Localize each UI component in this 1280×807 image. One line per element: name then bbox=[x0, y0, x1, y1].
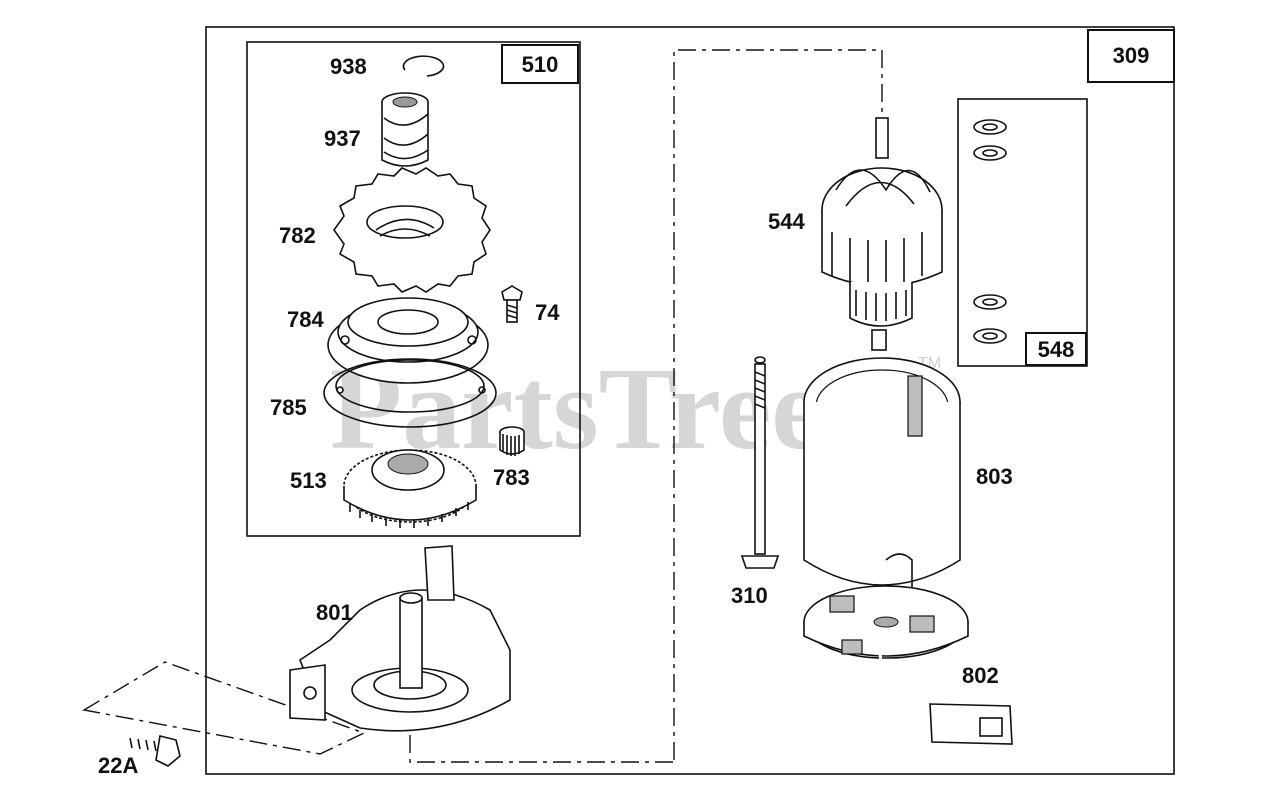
frame-548 bbox=[957, 98, 1088, 367]
part-74-screw[interactable] bbox=[501, 285, 523, 323]
callout-782[interactable]: 782 bbox=[279, 223, 316, 248]
frame-510 bbox=[246, 41, 581, 537]
part-310-through-bolt[interactable] bbox=[740, 356, 780, 569]
bolt-22a-leader bbox=[82, 661, 366, 755]
part-22a-bolt[interactable] bbox=[123, 735, 181, 767]
box-label-309-text: 309 bbox=[1113, 43, 1150, 68]
callout-783[interactable]: 783 bbox=[493, 465, 530, 490]
callout-74[interactable]: 74 bbox=[535, 300, 560, 325]
part-801-drive-end-cap[interactable] bbox=[289, 545, 511, 732]
part-802-brush-plate[interactable] bbox=[803, 585, 1013, 745]
box-label-548-text: 548 bbox=[1038, 337, 1075, 362]
callout-802[interactable]: 802 bbox=[962, 663, 999, 688]
box-label-510-text: 510 bbox=[522, 52, 559, 77]
callout-513[interactable]: 513 bbox=[290, 468, 327, 493]
callout-22a[interactable]: 22A bbox=[98, 753, 138, 778]
part-548-washers[interactable] bbox=[973, 119, 1007, 344]
frame-309 bbox=[205, 26, 1175, 775]
box-label-548[interactable] bbox=[1025, 332, 1087, 366]
callout-937[interactable]: 937 bbox=[324, 126, 361, 151]
part-937-drive-spring[interactable] bbox=[381, 92, 429, 167]
part-803-motor-housing[interactable] bbox=[803, 357, 961, 590]
callout-784[interactable]: 784 bbox=[287, 307, 324, 332]
part-513-ring-gear[interactable] bbox=[343, 449, 477, 528]
box-label-309[interactable] bbox=[1087, 29, 1175, 83]
assembly-connector-lines bbox=[409, 49, 883, 763]
part-785-gasket[interactable] bbox=[323, 358, 497, 428]
part-938-retaining-ring[interactable] bbox=[402, 55, 445, 77]
part-782-drive-gear[interactable] bbox=[333, 167, 491, 293]
part-544-armature[interactable] bbox=[821, 117, 943, 351]
callout-544[interactable]: 544 bbox=[768, 209, 805, 234]
callout-938[interactable]: 938 bbox=[330, 54, 367, 79]
part-783-pinion-gear[interactable] bbox=[499, 426, 525, 456]
callout-310[interactable]: 310 bbox=[731, 583, 768, 608]
box-label-510[interactable] bbox=[501, 44, 579, 84]
callout-803[interactable]: 803 bbox=[976, 464, 1013, 489]
callout-785[interactable]: 785 bbox=[270, 395, 307, 420]
callout-801[interactable]: 801 bbox=[316, 600, 353, 625]
